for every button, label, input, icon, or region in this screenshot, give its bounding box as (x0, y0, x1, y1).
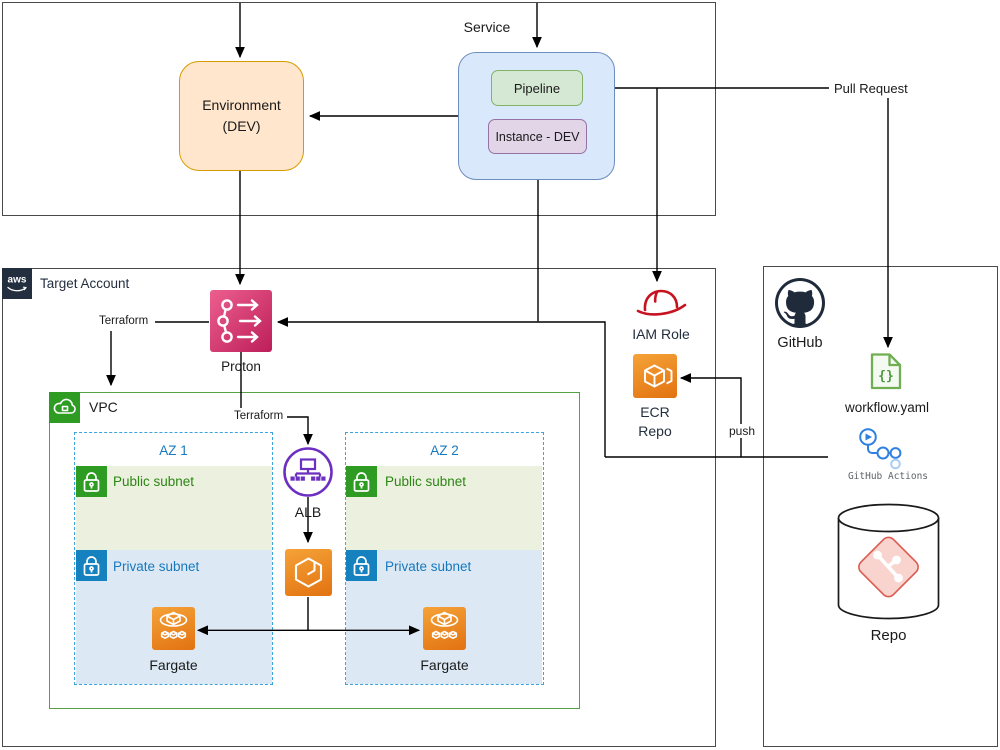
az1-private-lock-icon (76, 550, 107, 581)
svg-text:{}: {} (878, 369, 894, 384)
alb-icon (283, 447, 333, 497)
workflow-yaml-label: workflow.yaml (844, 400, 930, 415)
repo-cylinder-icon (837, 501, 940, 623)
push-label: push (726, 424, 759, 438)
github-actions-icon (856, 426, 902, 470)
pipeline-label: Pipeline (513, 80, 561, 96)
az2-public-lock-icon (346, 466, 377, 497)
az1-public-subnet-band (76, 466, 272, 550)
pipeline-box: Pipeline (491, 70, 583, 106)
az2-public-subnet-band (346, 466, 542, 550)
aws-logo: aws (2, 268, 32, 299)
terraform-label-1: Terraform (96, 315, 152, 327)
instance-dev-box: Instance - DEV (488, 119, 587, 154)
az2-private-subnet-label: Private subnet (385, 559, 472, 574)
environment-label-line1: Environment (202, 97, 281, 113)
vpc-label: VPC (89, 399, 118, 415)
pull-request-label: Pull Request (831, 81, 911, 96)
az1-public-subnet-label: Public subnet (113, 474, 195, 489)
github-title: GitHub (777, 335, 823, 351)
proton-icon (210, 290, 272, 352)
git-icon (858, 536, 919, 598)
az2-private-lock-icon (346, 550, 377, 581)
vpc-icon (49, 392, 80, 423)
az2-public-subnet-label: Public subnet (385, 474, 467, 489)
arrow-terraform2-to-alb (287, 416, 313, 446)
iam-role-label: IAM Role (632, 326, 690, 342)
service-group-label: Service (463, 19, 511, 35)
instance-dev-label: Instance - DEV (495, 129, 580, 144)
az1-title: AZ 1 (159, 443, 188, 458)
az1-public-lock-icon (76, 466, 107, 497)
alb-label: ALB (294, 504, 322, 520)
environment-box: Environment (DEV) (179, 61, 304, 171)
ecs-icon (285, 549, 332, 596)
fargate-az1-icon (152, 607, 195, 650)
az1-private-subnet-label: Private subnet (113, 559, 200, 574)
workflow-yaml-icon: {} (867, 351, 905, 392)
repo-label: Repo (870, 627, 907, 644)
fargate-az2-label: Fargate (420, 657, 469, 673)
iam-role-icon (635, 284, 687, 320)
target-account-title: Target Account (40, 276, 130, 291)
fargate-az1-label: Fargate (149, 657, 198, 673)
terraform-label-2: Terraform (231, 410, 287, 422)
proton-label: Proton (221, 359, 261, 374)
ecr-repo-icon (633, 354, 677, 398)
aws-logo-text: aws (8, 275, 27, 286)
arrow-into-proton-right (276, 317, 606, 457)
ecr-repo-label: ECR Repo (638, 404, 672, 439)
github-logo (775, 278, 825, 328)
environment-label-line2: (DEV) (222, 118, 261, 134)
github-actions-label: GitHub Actions (847, 471, 929, 482)
fargate-az2-icon (423, 607, 466, 650)
az2-title: AZ 2 (430, 443, 459, 458)
